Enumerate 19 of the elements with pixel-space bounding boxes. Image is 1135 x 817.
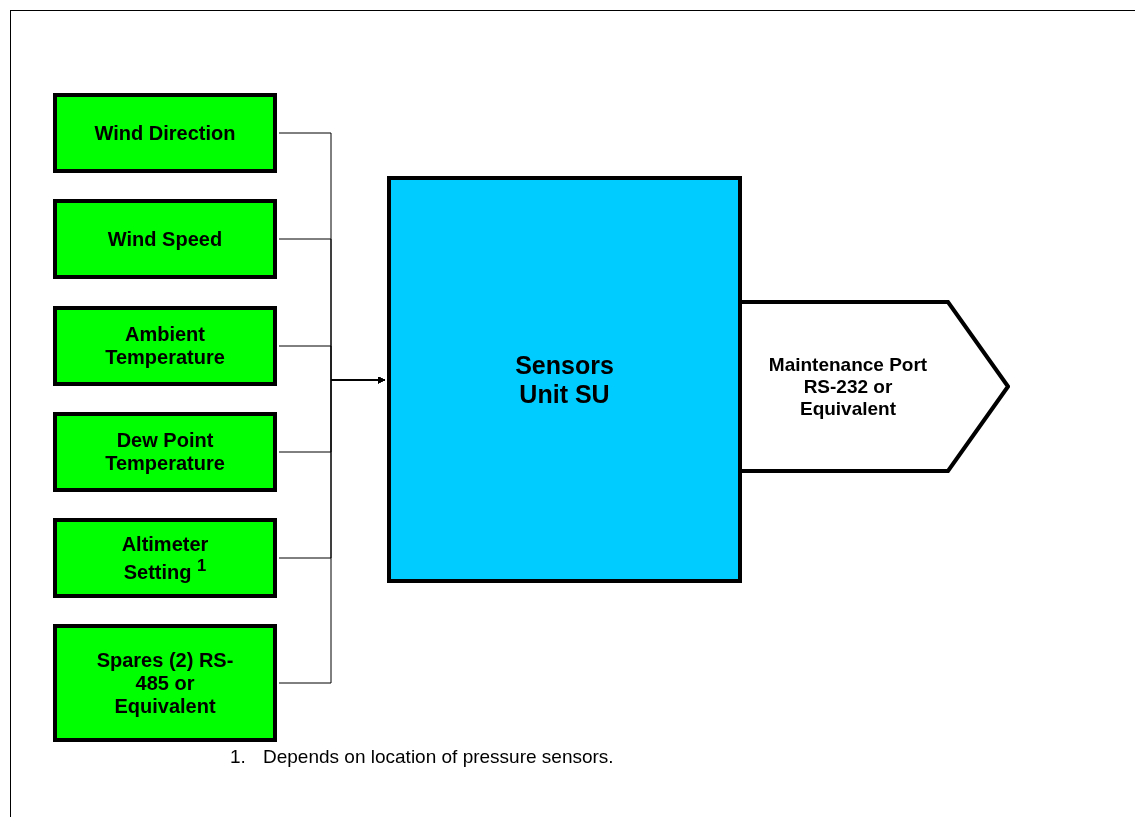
node-label: Maintenance Port RS-232 or Equivalent (767, 353, 929, 420)
node-label: Spares (2) RS-485 or Equivalent (95, 648, 235, 718)
footnote-text: Depends on location of pressure sensors. (263, 746, 614, 768)
sensor-box (53, 518, 277, 598)
node-label: Sensors Unit SU (514, 350, 615, 409)
sensor-box (53, 93, 277, 173)
node-label: Wind Speed (107, 227, 223, 251)
footnote-number: 1. (230, 746, 246, 768)
node-label: Altimeter Setting $^{1}$ (120, 532, 210, 584)
node-label: Wind Direction (94, 121, 236, 145)
sensor-box (53, 199, 277, 279)
sensor-box (53, 306, 277, 386)
node-label: Dew Point Temperature (104, 429, 226, 475)
port-pentagon (742, 300, 1010, 473)
sensor-box (53, 412, 277, 492)
sensors-unit-box (387, 176, 742, 583)
node-label: Ambient Temperature (104, 323, 226, 369)
connector-line (278, 376, 386, 684)
sensor-box (53, 624, 277, 742)
